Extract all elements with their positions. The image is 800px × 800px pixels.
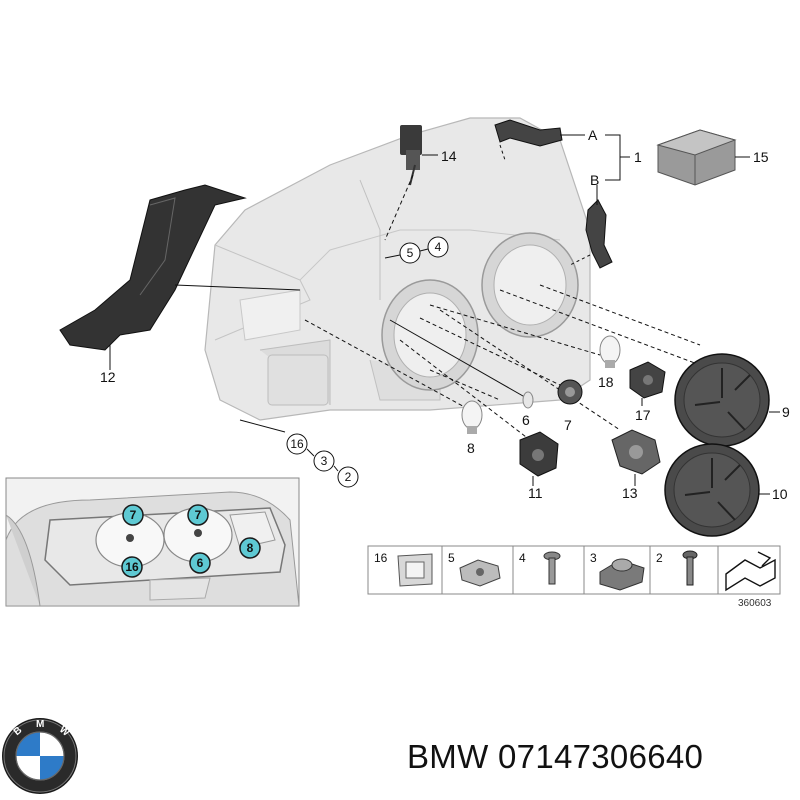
direction-arrow-icon	[725, 558, 776, 592]
callout-a: A	[588, 127, 598, 143]
part-14-connector	[384, 125, 438, 241]
part-a-bracket	[494, 119, 585, 161]
part-13-socket	[611, 429, 661, 475]
bmw-roundel-icon: B M W	[2, 718, 78, 794]
callout-7: 7	[564, 417, 572, 433]
part-8-bulb	[461, 400, 483, 434]
inset-callout-8: 8	[247, 541, 254, 555]
part-7-socket	[557, 379, 583, 405]
callout-14: 14	[441, 148, 457, 164]
callout-9: 9	[782, 404, 790, 420]
front-view-inset: 7 7 16 6 8	[5, 477, 300, 607]
callout-4: 4	[435, 240, 442, 254]
callout-13: 13	[622, 485, 638, 501]
callout-2: 2	[345, 470, 352, 484]
part-10-cover	[664, 443, 770, 537]
inset-callout-16: 16	[125, 560, 139, 574]
table-item-16: 16	[374, 551, 388, 565]
inset-callout-7a: 7	[130, 508, 137, 522]
callout-11: 11	[528, 485, 543, 501]
callout-16: 16	[290, 437, 304, 451]
callout-15: 15	[753, 149, 769, 165]
callout-5: 5	[407, 246, 414, 260]
part-number-caption: BMW 07147306640	[407, 738, 704, 775]
table-item-4: 4	[519, 551, 526, 565]
callout-1: 1	[634, 149, 642, 165]
callout-3: 3	[321, 454, 328, 468]
inset-callout-6: 6	[197, 556, 204, 570]
table-item-3: 3	[590, 551, 597, 565]
part-17-socket	[629, 361, 666, 399]
callout-labels: 16 3 2 5 4 14 12 1 A B 15 18 17 6 7 8 9 …	[100, 127, 790, 502]
svg-text:M: M	[36, 719, 44, 730]
small-parts-table: 16 5 4 3 2 360603	[367, 545, 781, 609]
callout-b: B	[590, 172, 599, 188]
part-15-box	[656, 129, 750, 186]
inset-callout-7b: 7	[195, 508, 202, 522]
table-item-2: 2	[656, 551, 663, 565]
callout-18: 18	[598, 374, 614, 390]
callout-12: 12	[100, 369, 116, 385]
ref-number: 360603	[738, 598, 772, 609]
callout-17: 17	[635, 407, 651, 423]
callout-10: 10	[772, 486, 788, 502]
callout-6: 6	[522, 412, 530, 428]
part-9-cover	[674, 353, 780, 447]
part-18-bulb	[599, 335, 621, 368]
table-item-5: 5	[448, 551, 455, 565]
part-11-socket	[519, 431, 559, 477]
part-b-bracket	[569, 185, 613, 269]
part-12-bracket	[59, 184, 301, 370]
callout-8: 8	[467, 440, 475, 456]
part-6-bulb	[522, 391, 534, 409]
leader-lines	[239, 284, 701, 441]
headlight-housing	[204, 117, 591, 421]
